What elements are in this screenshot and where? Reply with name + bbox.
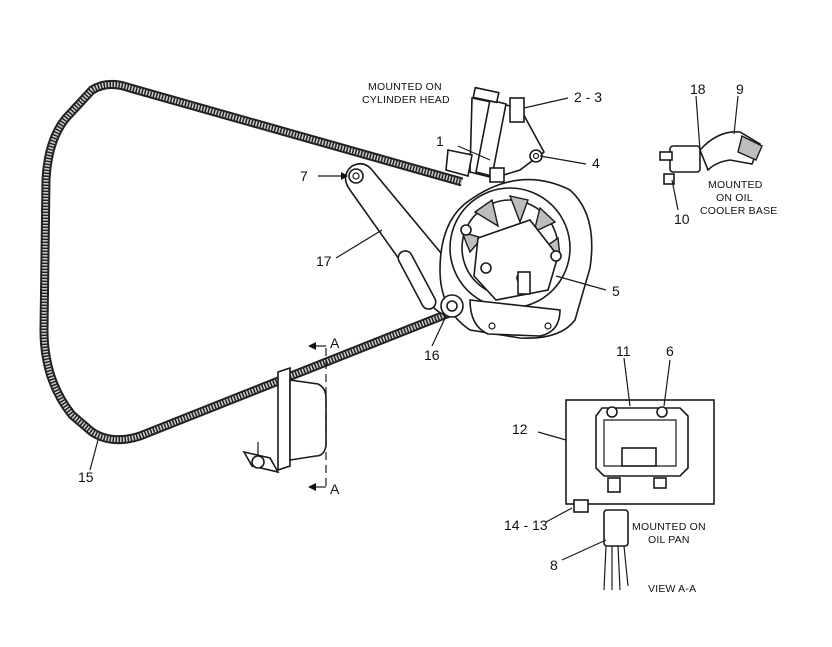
callout-1: 1 [436,133,444,149]
caption-oil-pan-1: MOUNTED ON [632,521,706,533]
section-view-bracket [242,342,327,491]
drive-belt [39,80,464,445]
callout-10: 10 [674,211,690,227]
callout-8: 8 [550,557,558,573]
callout-2-3: 2 - 3 [574,89,602,105]
caption-oil-cooler-2: ON OIL [716,192,753,204]
caption-oil-pan-2: OIL PAN [648,534,690,546]
callout-6: 6 [666,343,674,359]
caption-cylinder-head-2: CYLINDER HEAD [362,94,450,106]
caption-view-a-a: VIEW A-A [648,583,696,595]
caption-oil-cooler-1: MOUNTED [708,179,763,191]
callout-9: 9 [736,81,744,97]
pivot-bolt [440,294,464,318]
callout-5: 5 [612,283,620,299]
callout-7: 7 [300,168,308,184]
mounting-bracket [445,86,546,183]
callout-14-13: 14 - 13 [504,517,548,533]
callout-17: 17 [316,253,332,269]
leader-lines [89,95,739,561]
callout-4: 4 [592,155,600,171]
callout-16: 16 [424,347,440,363]
callout-15: 15 [78,469,94,485]
section-marker-top: A [330,335,340,351]
alternator [439,178,593,339]
oil-pan-view [565,399,715,591]
caption-cylinder-head-1: MOUNTED ON [368,81,442,93]
callout-11: 11 [616,343,631,359]
caption-oil-cooler-3: COOLER BASE [700,205,777,217]
oil-cooler-switch [659,131,763,185]
callout-12: 12 [512,421,528,437]
section-marker-bottom: A [330,481,340,497]
callout-18: 18 [690,81,706,97]
